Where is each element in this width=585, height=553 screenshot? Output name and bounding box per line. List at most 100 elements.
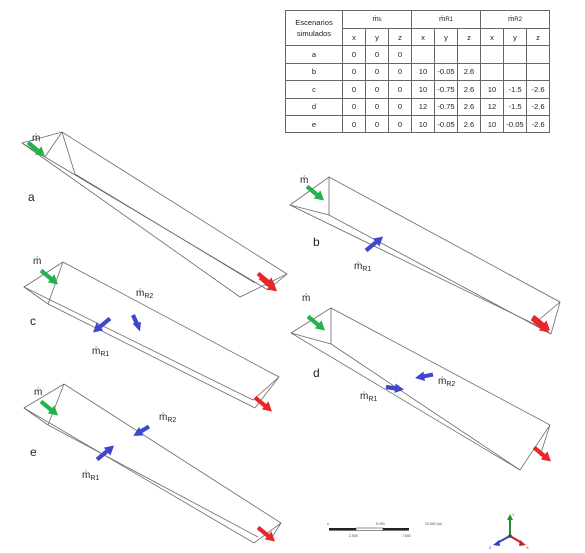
table-cell [411, 45, 435, 64]
svg-text:10.000 (m): 10.000 (m) [425, 522, 442, 526]
table-cell: -0.75 [434, 97, 458, 116]
inlet-arrow-c [41, 271, 58, 285]
table-cell [526, 62, 550, 82]
inlet-arrow-e [41, 402, 58, 416]
table-cell: 0 [388, 114, 412, 134]
table-cell: 10 [411, 80, 435, 99]
table-cell: 0 [388, 62, 412, 82]
table-cell: 0 [342, 97, 366, 116]
table-cell: 0 [388, 80, 412, 99]
svg-text:X: X [526, 545, 529, 550]
table-cell: -0.05 [434, 114, 458, 134]
inlet-label-b: ṁ [300, 175, 308, 186]
r2-label-c: ṁR2 [136, 288, 153, 300]
r1-label-d: ṁR1 [360, 391, 377, 403]
table-cell: 0 [342, 45, 366, 64]
panel-e [23, 383, 282, 544]
table-cell [503, 45, 527, 64]
r1-label-e: ṁR1 [82, 470, 99, 482]
table-cell: 0 [365, 45, 389, 64]
r2-arrow-d [415, 372, 433, 382]
r2-label-e: ṁR2 [159, 412, 176, 424]
row-label: b [285, 62, 343, 82]
r2-arrow-e [131, 424, 151, 439]
table-cell: 0 [365, 97, 389, 116]
outlet-arrow-d2 [534, 448, 551, 462]
panel-c [23, 261, 280, 409]
table-cell: -2.6 [526, 114, 550, 134]
table-cell: -2.6 [526, 80, 550, 99]
table-cell: -0.05 [434, 62, 458, 82]
axis-triad: Y Z X [489, 512, 529, 550]
inlet-arrow-d [308, 317, 325, 331]
panel-label-b: b [313, 235, 320, 249]
table-cell: 12 [480, 97, 504, 116]
table-cell [480, 45, 504, 64]
table-cell [480, 62, 504, 82]
r2-label-d: ṁR2 [438, 376, 455, 388]
table-cell: 0 [365, 80, 389, 99]
table-cell: 2.6 [457, 97, 481, 116]
table-cell: -1.5 [503, 97, 527, 116]
table-cell: 0 [388, 45, 412, 64]
table-cell: 2.6 [457, 80, 481, 99]
svg-text:2.500: 2.500 [349, 534, 358, 538]
r1-label-b: ṁR1 [354, 261, 371, 273]
r2-arrow-c [133, 315, 142, 332]
panel-a [21, 131, 288, 298]
panel-d [290, 307, 551, 471]
table-cell: -1.5 [503, 80, 527, 99]
row-label: e [285, 114, 343, 134]
table-cell: 10 [480, 80, 504, 99]
table-cell [526, 45, 550, 64]
table-cell: -0.75 [434, 80, 458, 99]
table-cell: 12 [411, 97, 435, 116]
svg-text:7.500: 7.500 [402, 534, 411, 538]
panel-label-a: a [28, 190, 35, 204]
table-cell: 10 [480, 114, 504, 134]
inlet-label-d: ṁ [302, 293, 310, 304]
panel-label-d: d [313, 366, 320, 380]
inlet-label-e: ṁ [34, 387, 42, 398]
group-header-mr2: ṁR2 [480, 10, 550, 29]
r1-arrow-c [93, 319, 110, 333]
table-cell: 2.6 [457, 62, 481, 82]
panel-b [289, 176, 561, 335]
inlet-arrow-b [307, 187, 324, 201]
table-cell [457, 45, 481, 64]
table-cell: -0.05 [503, 114, 527, 134]
table-cell: -2.6 [526, 97, 550, 116]
inlet-label-a: ṁ [32, 133, 40, 144]
panel-label-e: e [30, 445, 37, 459]
svg-text:5.000: 5.000 [376, 522, 385, 526]
r1-label-c: ṁR1 [92, 346, 109, 358]
row-label: d [285, 97, 343, 116]
svg-text:Z: Z [489, 545, 492, 550]
scale-bar: 0 2.500 5.000 7.500 10.000 (m) [327, 522, 442, 538]
inlet-label-c: ṁ [33, 256, 41, 267]
table-cell: 0 [365, 62, 389, 82]
table-cell: 0 [342, 80, 366, 99]
panel-label-c: c [30, 314, 36, 328]
row-label: c [285, 80, 343, 99]
table-cell: 0 [342, 62, 366, 82]
table-cell: 10 [411, 114, 435, 134]
group-header-ms: ṁs [342, 10, 412, 29]
table-cell: 0 [388, 97, 412, 116]
channel-a-outline [21, 131, 288, 298]
table-cell: 10 [411, 62, 435, 82]
table-cell: 0 [342, 114, 366, 134]
table-cell [434, 45, 458, 64]
table-cell [503, 62, 527, 82]
svg-text:0: 0 [327, 522, 329, 526]
table-cell: 2.6 [457, 114, 481, 134]
svg-text:Y: Y [512, 512, 515, 517]
